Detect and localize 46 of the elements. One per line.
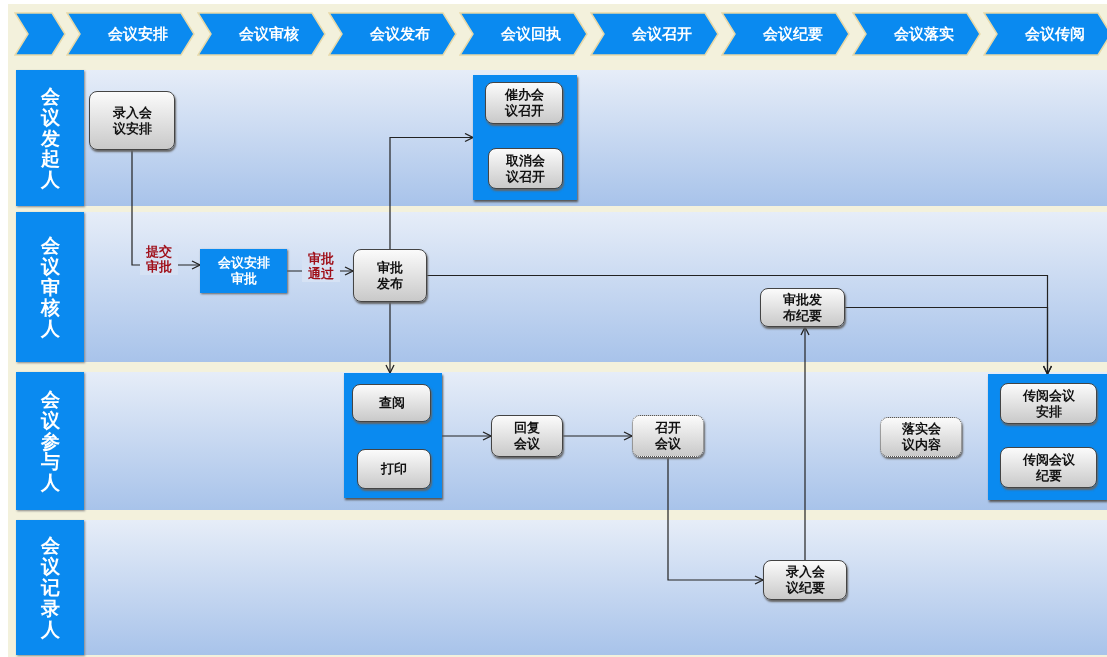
process-box: 查阅 (352, 384, 431, 422)
stage-label: 会议回执 (499, 23, 562, 45)
stage-label: 会议召开 (630, 23, 693, 45)
lane-label: 会议参与人 (16, 372, 84, 510)
phase-banner (983, 12, 1107, 56)
phase-banner (14, 12, 66, 56)
lane-label: 会议发起人 (16, 70, 84, 206)
process-box: 传阅会议安排 (1000, 383, 1097, 424)
arrow (385, 301, 395, 374)
group-box (473, 75, 577, 200)
arrow (844, 306, 1053, 375)
group-box (988, 374, 1107, 500)
process-box: 会议安排审批 (200, 249, 287, 293)
stage-label: 会议审核 (237, 23, 300, 45)
process-box: 传阅会议纪要 (1000, 447, 1097, 488)
process-box: 录入会议纪要 (763, 560, 847, 600)
arrow (562, 431, 633, 441)
lane-label: 会议审核人 (16, 212, 84, 362)
phase-banner (852, 12, 981, 56)
process-box: 审批发布 (353, 249, 427, 302)
process-box: 召开会议 (632, 415, 704, 457)
phase-banner (590, 12, 719, 56)
stage-label: 会议安排 (106, 23, 169, 45)
arrow (800, 326, 810, 561)
process-box: 落实会议内容 (880, 417, 962, 457)
arrow (389, 132, 474, 250)
process-box: 审批发布纪要 (760, 288, 845, 327)
process-box: 回复会议 (491, 415, 563, 457)
arrow (441, 431, 492, 441)
process-box: 打印 (357, 449, 431, 489)
process-box: 录入会议安排 (89, 91, 175, 150)
edge-label: 提交审批 (140, 245, 178, 275)
edge-label: 审批通过 (302, 252, 340, 282)
process-box: 取消会议召开 (488, 148, 563, 189)
lane-label: 会议记录人 (16, 520, 84, 655)
stage-label: 会议发布 (368, 23, 431, 45)
stage-label: 会议传阅 (1023, 23, 1086, 45)
phase-banner (197, 12, 326, 56)
phase-banner (459, 12, 588, 56)
phase-banner (721, 12, 850, 56)
stage-label: 会议落实 (892, 23, 955, 45)
group-box (344, 373, 442, 498)
process-box: 催办会议召开 (485, 82, 563, 124)
stage-label: 会议纪要 (761, 23, 824, 45)
phase-banner (328, 12, 457, 56)
arrow (667, 456, 764, 585)
